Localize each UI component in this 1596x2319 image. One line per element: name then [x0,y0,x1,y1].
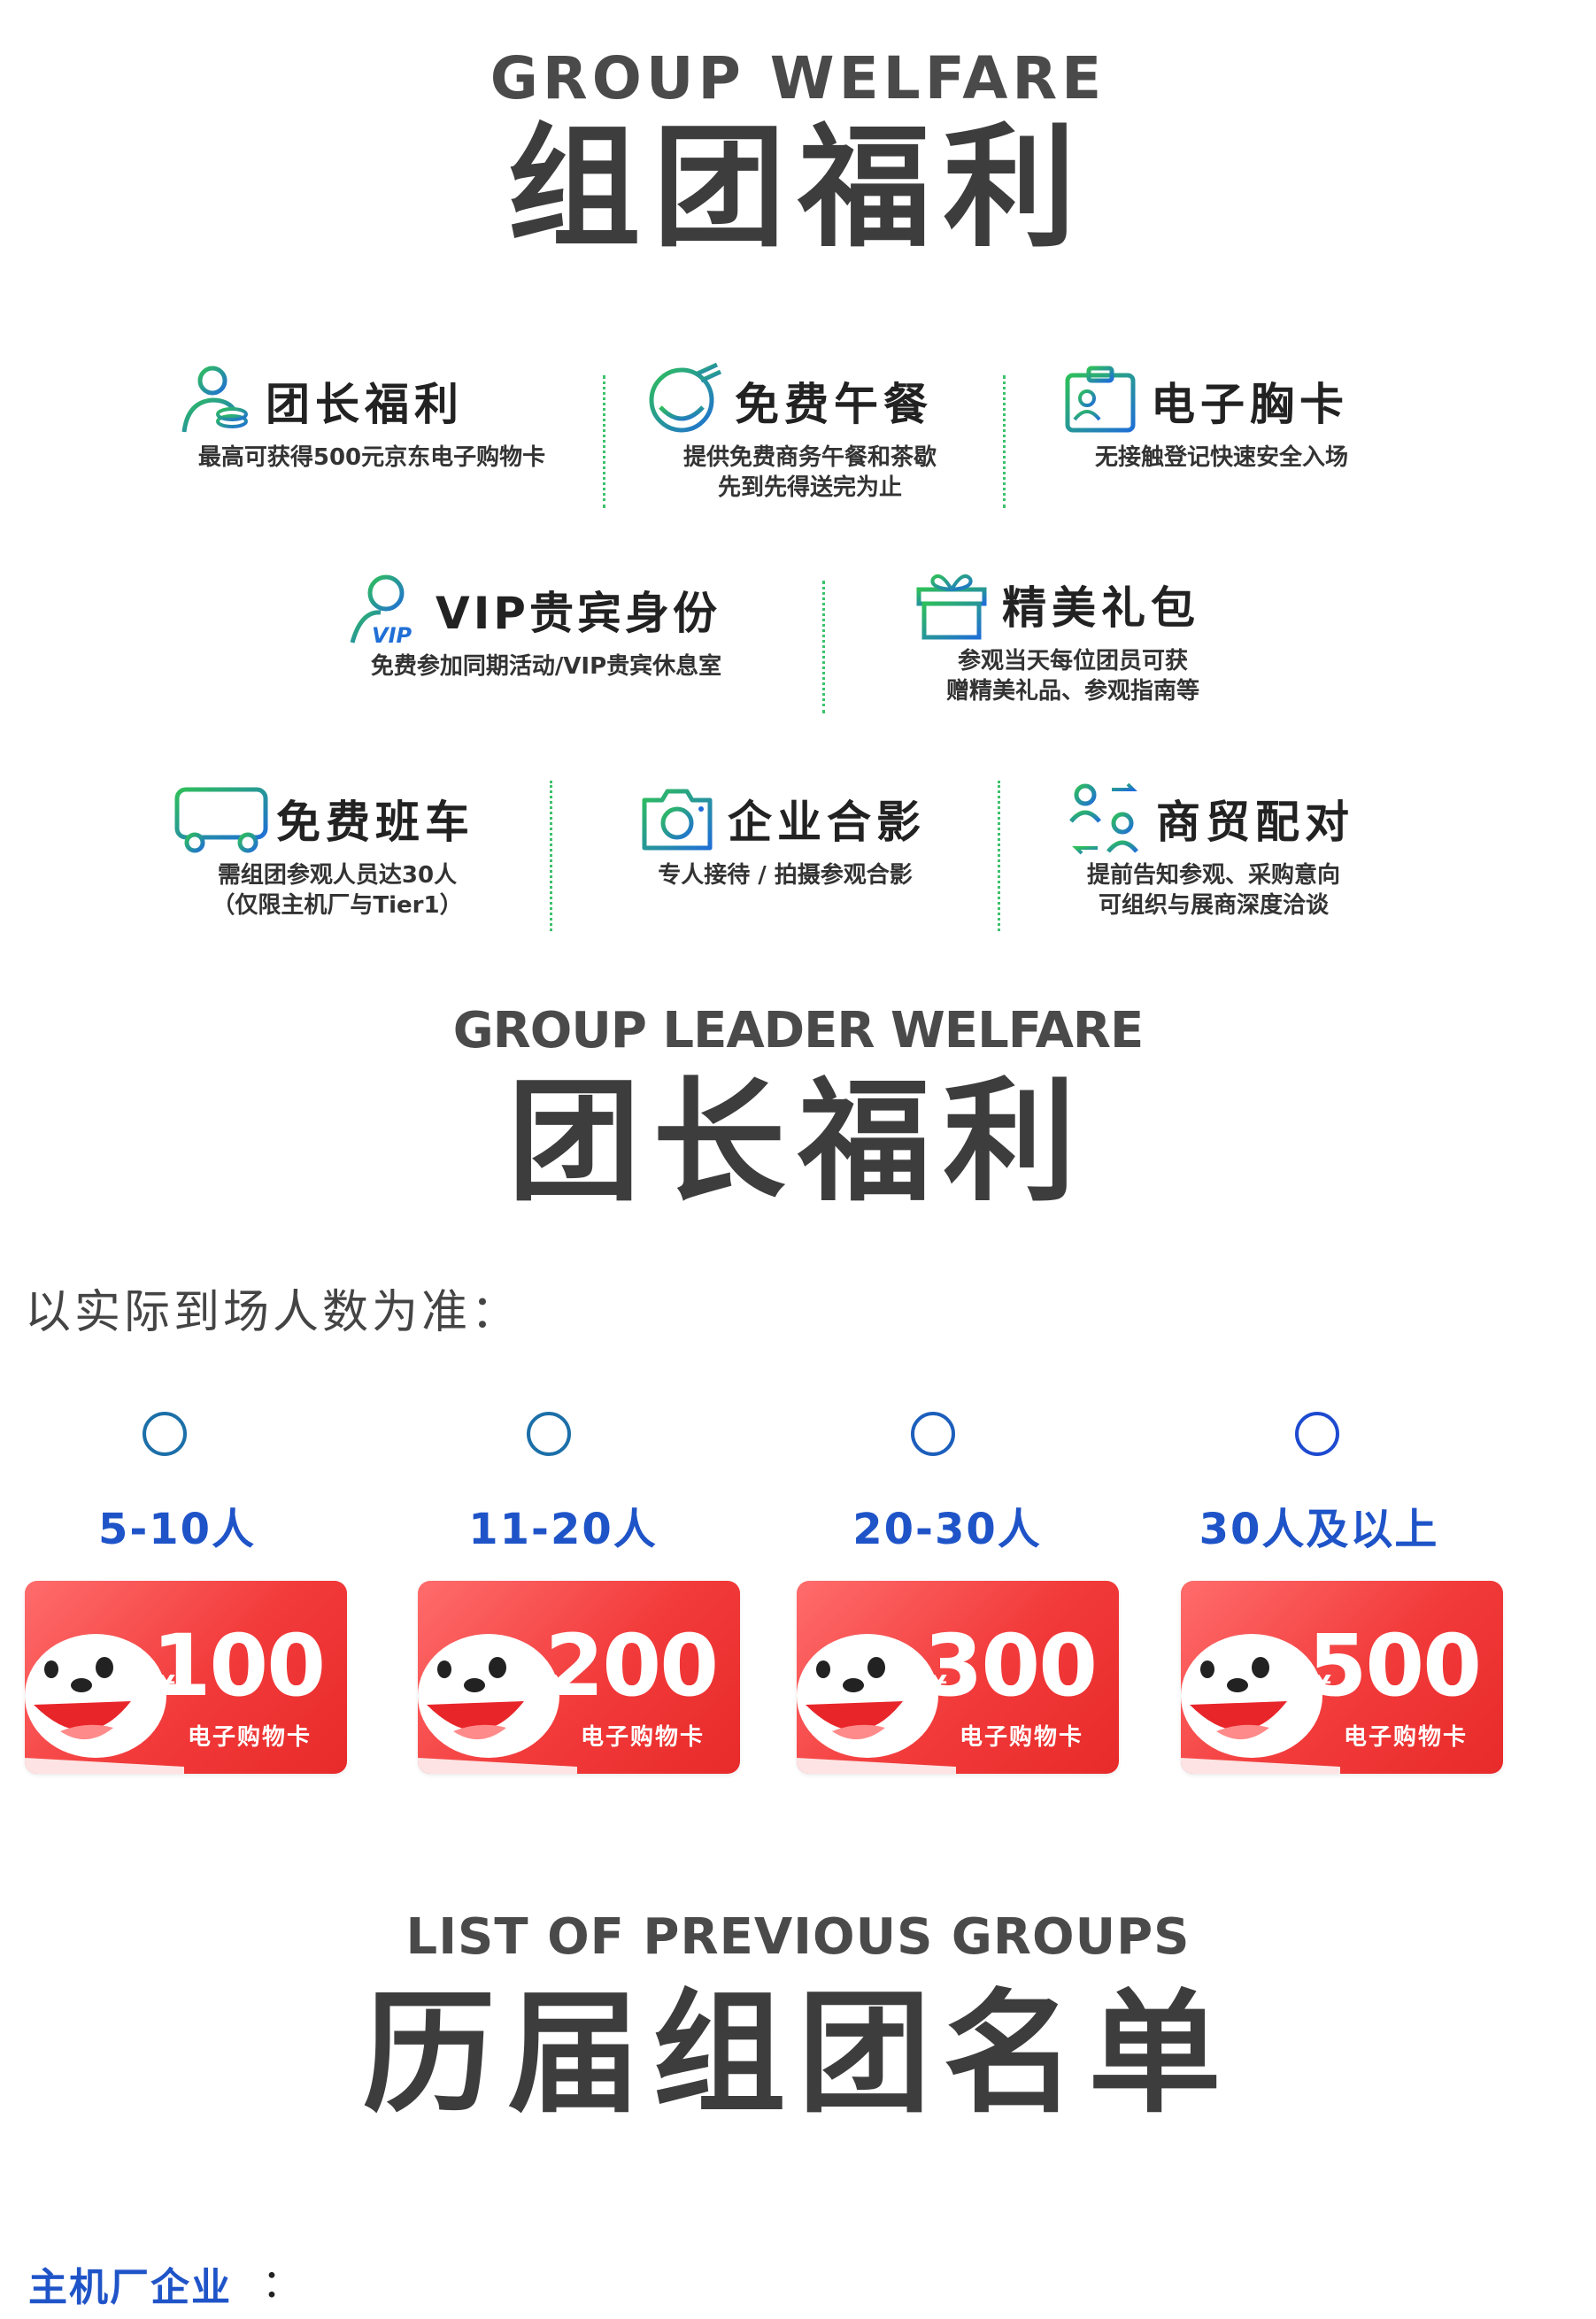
benefit-name: 精美礼包 [1002,582,1200,634]
vip-person-icon: VIP [350,574,412,648]
benefit-desc: 免费参加同期活动/VIP贵宾休息室 [370,653,722,680]
section-title-cn: 组团福利 [507,112,1089,266]
people-exchange-icon [1069,782,1138,855]
benefit-badge: 电子胸卡 无接触登记快速安全入场 [1062,363,1381,473]
benefit-desc: 赠精美礼品、参观指南等 [945,678,1199,705]
card-text: 电子购物卡 [580,1724,705,1751]
tier-label: 11-20人 [468,1505,658,1554]
gift-card-100: ¥ 100 电子购物卡 [25,1581,347,1774]
attendance-note: 以实际到场人数为准： [25,1286,521,1339]
benefit-name: 免费午餐 [735,379,933,430]
currency-symbol: ¥ [551,1669,568,1699]
tier-label: 20-30人 [852,1505,1042,1554]
benefit-desc: 无接触登记快速安全入场 [1094,444,1348,471]
section-title-cn: 历届组团名单 [362,1977,1234,2131]
benefit-vip: VIP VIP贵宾身份 免费参加同期活动/VIP贵宾休息室 [347,572,745,682]
benefit-desc: （仅限主机厂与Tier1） [212,892,463,919]
currency-symbol: ¥ [1314,1669,1331,1699]
divider [603,375,605,508]
tier-label: 30人及以上 [1199,1505,1439,1554]
lunch-bowl-icon [649,363,722,433]
section-title-cn: 团长福利 [507,1066,1089,1220]
svg-text:VIP: VIP [372,623,412,648]
section-title-en: GROUP LEADER WELFARE [452,1002,1145,1059]
benefit-name: 商贸配对 [1156,797,1354,848]
card-amount: 300 [923,1616,1098,1715]
tier-node [1295,1412,1339,1456]
benefit-name: 企业合影 [728,797,926,848]
currency-symbol: ¥ [158,1669,175,1699]
gift-card-500: ¥ 500 电子购物卡 [1181,1581,1503,1774]
card-text: 电子购物卡 [187,1724,312,1751]
dog-mascot-icon [418,1634,577,1774]
benefit-desc: 需组团参观人员达30人 [217,862,458,889]
dog-mascot-icon [1181,1634,1340,1774]
camera-icon [642,789,713,851]
leader-coin-icon [181,366,248,435]
divider [822,581,825,713]
benefit-name: 免费班车 [276,797,474,848]
tier-track [18,1412,1468,1456]
divider [1003,375,1006,508]
benefit-lunch: 免费午餐 提供免费商务午餐和茶歇 先到先得送完为止 [646,363,974,503]
dog-mascot-icon [797,1634,956,1774]
benefit-desc: 专人接待 / 拍摄参观合影 [658,862,913,889]
card-amount: 100 [151,1616,326,1715]
card-amount: 500 [1307,1616,1482,1715]
card-amount: 200 [544,1616,719,1715]
divider [550,781,552,931]
benefit-name: VIP贵宾身份 [436,588,721,639]
benefit-gift: 精美礼包 参观当天每位团员可获 赠精美礼品、参观指南等 [914,566,1232,706]
benefit-desc: 提前告知参观、采购意向 [1086,862,1340,889]
label-colon: ： [262,2261,301,2307]
benefit-bus: 免费班车 需组团参观人员达30人 （仅限主机厂与Tier1） [173,781,501,921]
oem-enterprises-label: 主机厂企业 [28,2265,232,2310]
gift-card-200: ¥ 200 电子购物卡 [418,1581,740,1774]
benefit-name: 团长福利 [266,379,464,430]
tier-node [911,1412,955,1456]
benefit-desc: 提供免费商务午餐和茶歇 [682,444,937,471]
benefit-leader: 团长福利 最高可获得500元京东电子购物卡 [177,363,567,473]
divider [998,781,1000,931]
benefit-photo: 企业合影 专人接待 / 拍摄参观合影 [639,781,931,890]
section-title-en: LIST OF PREVIOUS GROUPS [405,1908,1191,1966]
benefit-desc: 先到先得送完为止 [717,474,902,501]
bus-icon [174,787,268,853]
dog-mascot-icon [25,1634,184,1774]
benefit-desc: 参观当天每位团员可获 [957,648,1188,674]
benefit-desc: 最高可获得500元京东电子购物卡 [197,444,546,471]
card-text: 电子购物卡 [959,1724,1083,1751]
tier-node [527,1412,571,1456]
benefit-name: 电子胸卡 [1151,379,1349,430]
currency-symbol: ¥ [929,1669,947,1699]
benefit-match: 商贸配对 提前告知参观、采购意向 可组织与展商深度洽谈 [1068,781,1360,921]
section-title-en: GROUP WELFARE [490,44,1106,112]
badge-card-icon [1065,366,1136,433]
gift-card-300: ¥ 300 电子购物卡 [797,1581,1119,1774]
benefit-desc: 可组织与展商深度洽谈 [1098,892,1329,919]
tier-node [143,1412,187,1456]
tier-label: 5-10人 [97,1505,257,1554]
gift-box-icon [916,574,987,640]
card-text: 电子购物卡 [1343,1724,1468,1751]
